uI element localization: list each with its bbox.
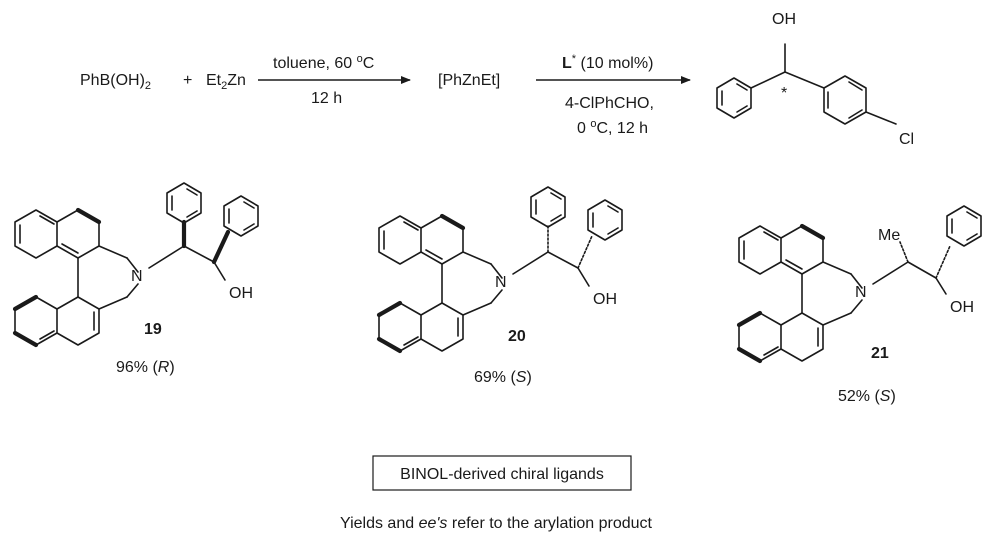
reactant-phenylboronic-acid: PhB(OH)2 bbox=[80, 72, 151, 92]
ligand-20-result: 69% (S) bbox=[474, 369, 532, 386]
ligand-19-number: 19 bbox=[144, 321, 162, 338]
ligand-21: N Me OH 21 52% (S) bbox=[739, 205, 982, 405]
footnote: Yields and ee's refer to the arylation p… bbox=[340, 515, 653, 532]
product-structure: OH * Cl bbox=[716, 11, 914, 148]
step1-conditions-bottom: 12 h bbox=[311, 90, 342, 107]
ligand-21-result: 52% (S) bbox=[838, 388, 896, 405]
ligand-20-hydroxyl: OH bbox=[593, 291, 617, 308]
ligand-20-nitrogen: N bbox=[495, 274, 507, 291]
caption-box-label: BINOL-derived chiral ligands bbox=[400, 466, 604, 483]
ligand-19-hydroxyl: OH bbox=[229, 285, 253, 302]
intermediate-phznet: [PhZnEt] bbox=[438, 72, 500, 89]
ligand-20-number: 20 bbox=[508, 328, 526, 345]
caption-box bbox=[372, 455, 632, 491]
ligand-19-nitrogen: N bbox=[131, 268, 143, 285]
product-stereocenter-star: * bbox=[781, 85, 787, 102]
step1-conditions-top: toluene, 60 oC bbox=[273, 53, 374, 72]
plus-sign: + bbox=[183, 72, 192, 89]
product-hydroxyl-label: OH bbox=[772, 11, 796, 28]
ligand-21-methyl: Me bbox=[878, 227, 900, 244]
reaction-equation: PhB(OH)2 + Et2Zn toluene, 60 oC 12 h [Ph… bbox=[80, 11, 914, 148]
ligand-20: N OH 20 69% (S) bbox=[379, 186, 623, 386]
step2-temperature: 0 oC, 12 h bbox=[577, 118, 648, 137]
step2-aldehyde: 4-ClPhCHO, bbox=[565, 95, 654, 112]
product-chlorine-label: Cl bbox=[899, 131, 914, 148]
ligand-21-number: 21 bbox=[871, 345, 889, 362]
reactant-diethylzinc: Et2Zn bbox=[206, 72, 246, 92]
step2-ligand: L* (10 mol%) bbox=[562, 53, 653, 72]
ligand-21-nitrogen: N bbox=[855, 284, 867, 301]
ligand-19: N OH 19 96% (R) bbox=[15, 182, 259, 376]
ligand-19-result: 96% (R) bbox=[116, 359, 175, 376]
ligand-21-hydroxyl: OH bbox=[950, 299, 974, 316]
